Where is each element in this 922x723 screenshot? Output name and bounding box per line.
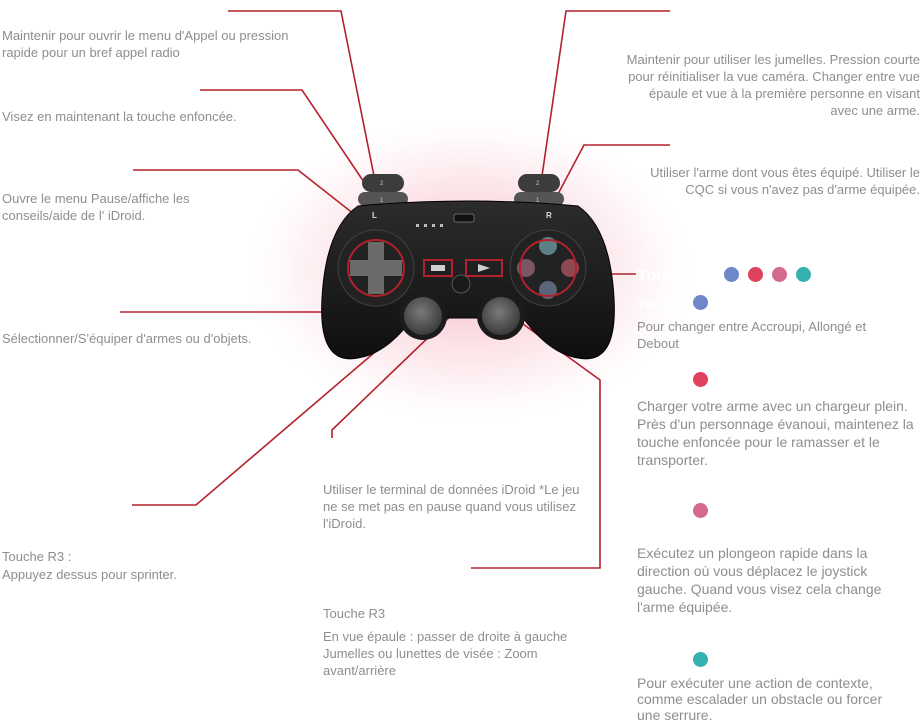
r1-label: 1 [536,198,540,204]
cross-icon [724,267,739,282]
triangle-icon-small [693,652,708,667]
cross-text: Pour changer entre Accroupi, Allongé et … [637,319,867,351]
l2-label: 2 [380,181,384,187]
triangle-text: Pour exécuter une action de contexte, co… [637,675,883,723]
callout-l3-label: Touche R3 : [2,549,72,564]
r2-label: 2 [536,181,540,187]
line-r1 [557,144,670,195]
cross-icon-small [693,295,708,310]
circle-icon-small [693,372,708,387]
ps-button [451,274,471,294]
callout-l3: Appuyez dessus pour sprinter. [2,567,177,582]
callout-l2: Maintenir pour ouvrir le menu d'Appel ou… [2,28,289,60]
callout-l1: Visez en maintenant la touche enfoncée. [2,109,237,124]
square-text: Exécutez un plongeon rapide dans la dire… [637,545,882,615]
right-stick [482,297,520,335]
l2-button [362,174,404,192]
callout-r3-label: Touche R3 [323,606,386,621]
dpad [350,242,402,294]
line-l1 [200,89,373,195]
callout-dpad: Sélectionner/S'équiper d'armes ou d'obje… [2,331,252,346]
select-button [431,265,445,271]
l1-button [358,192,408,206]
line-r2 [541,10,670,177]
line-l2 [228,10,375,177]
callout-r2: Maintenir pour utiliser les jumelles. Pr… [626,52,920,118]
r-label: R [546,211,552,220]
callout-start: Ouvre le menu Pause/affiche les conseils… [2,191,190,223]
r2-button [518,174,560,192]
callout-select: Utiliser le terminal de données iDroid *… [323,482,580,531]
l-label: L [372,211,377,220]
l1-label: 1 [380,198,384,204]
triangle-button [539,237,557,255]
callout-r3: En vue épaule : passer de droite à gauch… [323,629,568,678]
circle-icon [748,267,763,282]
line-l3 [132,310,424,506]
triangle-icon [796,267,811,282]
circle-text: Charger votre arme avec un chargeur plei… [637,398,914,468]
controller: L R 2 2 1 1 [321,174,615,360]
cross-button [539,281,557,299]
face-icon-row [724,267,811,282]
left-stick [404,297,442,335]
start-button [478,264,490,272]
cross-label: Touche [637,296,683,311]
square-icon [772,267,787,282]
circle-button [561,259,579,277]
square-button [517,259,535,277]
square-icon-small [693,503,708,518]
callout-r1: Utiliser l'arme dont vous êtes équipé. U… [650,165,920,197]
face-heading: Touche [637,266,697,285]
circle-label: Touche [637,372,683,387]
